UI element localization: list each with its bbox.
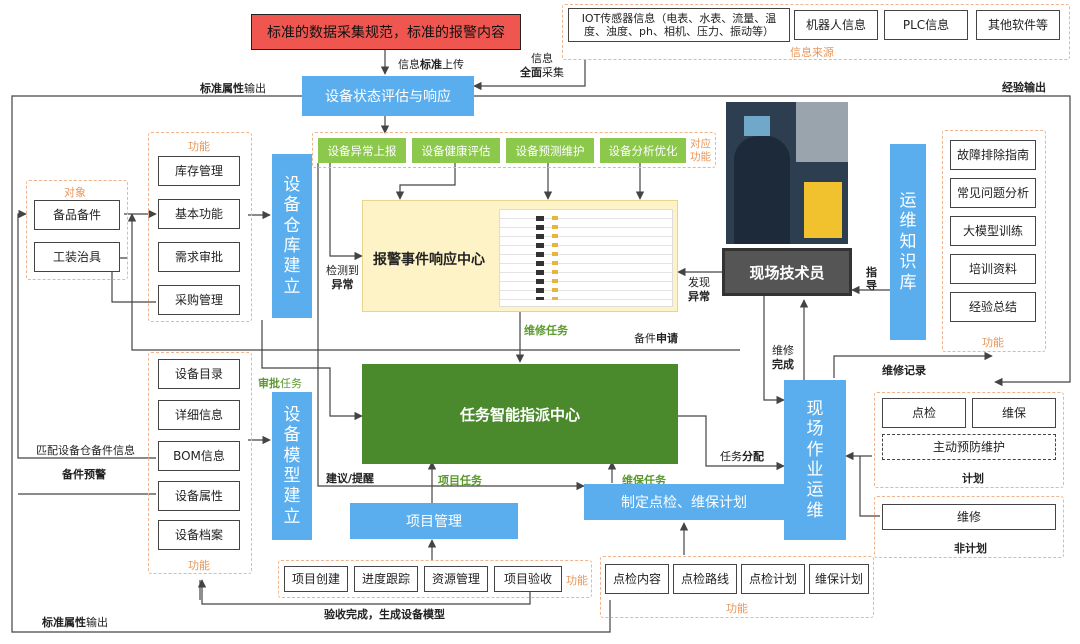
wh-approval: 需求审批	[158, 242, 240, 272]
warehouse-func-group	[148, 132, 252, 322]
maint-task-label: 维保任务	[622, 474, 666, 487]
model-detail: 详细信息	[158, 400, 240, 430]
obj-spare-parts: 备品备件	[34, 200, 120, 230]
unplanned-repair: 维修	[882, 504, 1056, 530]
thumbnail-image-column	[536, 216, 544, 300]
knowledge-func-label: 功能	[982, 336, 1004, 349]
kb-faq: 常见问题分析	[950, 178, 1036, 208]
model-catalog: 设备目录	[158, 359, 240, 389]
knowledge-base-box: 运维知识库	[890, 144, 926, 340]
eval-func-predictive: 设备预测维护	[506, 138, 594, 163]
spare-warning-label: 备件预警	[62, 468, 106, 481]
model-func-group	[148, 352, 252, 574]
warehouse-func-label: 功能	[188, 140, 210, 153]
plan-box: 制定点检、维保计划	[584, 484, 784, 520]
proj-create: 项目创建	[284, 566, 348, 592]
experience-output-label: 经验输出	[1002, 81, 1046, 94]
kb-training: 培训资料	[950, 254, 1036, 284]
objects-label: 对象	[64, 186, 86, 199]
found-anomaly-label: 发现异常	[688, 276, 710, 304]
wh-basic: 基本功能	[158, 199, 240, 229]
proj-resources: 资源管理	[424, 566, 488, 592]
device-status-eval-box: 设备状态评估与响应	[302, 76, 474, 116]
source-plc: PLC信息	[884, 10, 968, 40]
alarm-center-title: 报警事件响应中心	[373, 252, 485, 268]
match-spare-info-label: 匹配设备仓备件信息	[36, 444, 135, 457]
field-ops-box: 现场作业运维	[784, 380, 846, 540]
project-func-group	[278, 560, 592, 598]
source-robot: 机器人信息	[794, 10, 878, 40]
wh-inventory: 库存管理	[158, 156, 240, 186]
kb-llm: 大模型训练	[950, 216, 1036, 246]
project-func-label: 功能	[566, 574, 588, 587]
plan-maint-plan: 维保计划	[809, 564, 869, 594]
objects-group	[26, 180, 128, 280]
eval-functions-label: 对应功能	[690, 138, 711, 163]
info-standard-upload-label: 信息标准上传	[398, 58, 464, 71]
model-bom: BOM信息	[158, 441, 240, 471]
repair-done-label: 维修完成	[772, 344, 794, 372]
standard-spec-box: 标准的数据采集规范，标准的报警内容	[251, 14, 521, 50]
planned-label: 计划	[962, 472, 984, 485]
sources-group	[562, 4, 1070, 60]
technician-box: 现场技术员	[722, 248, 852, 296]
plan-func-group	[600, 556, 874, 618]
spare-request-label: 备件申请	[634, 332, 678, 345]
wh-purchase: 采购管理	[158, 285, 240, 315]
planned-maint: 维保	[972, 398, 1056, 428]
kb-troubleshoot: 故障排除指南	[950, 140, 1036, 170]
alarm-table-thumbnail	[499, 209, 673, 307]
alarm-center-box: 报警事件响应中心	[362, 200, 678, 312]
device-warehouse-box: 设备仓库建立	[272, 154, 312, 318]
eval-functions-group	[312, 132, 716, 168]
kb-experience: 经验总结	[950, 292, 1036, 322]
plan-check-content: 点检内容	[605, 564, 669, 594]
unplanned-group	[874, 496, 1064, 558]
standard-attr-output-bottom: 标准属性输出	[42, 616, 108, 629]
proj-acceptance: 项目验收	[494, 566, 562, 592]
photo-tablet	[744, 116, 770, 136]
thumbnail-flag-column	[552, 216, 558, 300]
photo-yellow-device	[804, 182, 842, 238]
preventive-maint: 主动预防维护	[882, 434, 1056, 460]
eval-func-health: 设备健康评估	[412, 138, 500, 163]
guide-label: 指导	[866, 266, 877, 293]
device-model-box: 设备模型建立	[272, 392, 312, 540]
source-iot: IOT传感器信息（电表、水表、流量、温度、浊度、ph、相机、压力、振动等）	[568, 8, 790, 42]
plan-check-plan: 点检计划	[741, 564, 805, 594]
sources-label: 信息来源	[790, 46, 834, 59]
proj-progress: 进度跟踪	[354, 566, 418, 592]
plan-func-label: 功能	[726, 602, 748, 615]
photo-worker	[734, 136, 790, 244]
model-attr: 设备属性	[158, 481, 240, 511]
suggest-label: 建议/提醒	[326, 472, 375, 485]
info-full-collect-label: 信息全面采集	[520, 52, 564, 80]
photo-equipment-panel	[796, 102, 848, 162]
technician-photo	[726, 102, 848, 244]
task-dispatch-label: 任务分配	[720, 450, 764, 463]
planned-check: 点检	[882, 398, 966, 428]
unplanned-label: 非计划	[954, 542, 987, 555]
eval-func-anomaly-report: 设备异常上报	[318, 138, 406, 163]
eval-func-analysis: 设备分析优化	[600, 138, 686, 163]
model-archive: 设备档案	[158, 520, 240, 550]
knowledge-func-group	[942, 130, 1046, 352]
acceptance-done-label: 验收完成，生成设备模型	[324, 608, 445, 621]
source-other: 其他软件等	[976, 10, 1060, 40]
project-mgmt-box: 项目管理	[350, 503, 518, 539]
standard-attr-output-top: 标准属性输出	[200, 82, 266, 95]
repair-record-label: 维修记录	[882, 364, 926, 377]
detect-anomaly-label: 检测到异常	[326, 264, 359, 292]
plan-check-route: 点检路线	[673, 564, 737, 594]
repair-task-label: 维修任务	[524, 324, 568, 337]
project-task-label: 项目任务	[438, 474, 482, 487]
dispatch-center-box: 任务智能指派中心	[362, 364, 678, 464]
planned-group	[874, 392, 1064, 488]
obj-fixtures: 工装治具	[34, 242, 120, 272]
model-func-label: 功能	[188, 559, 210, 572]
approve-task-label: 审批任务	[258, 377, 302, 390]
